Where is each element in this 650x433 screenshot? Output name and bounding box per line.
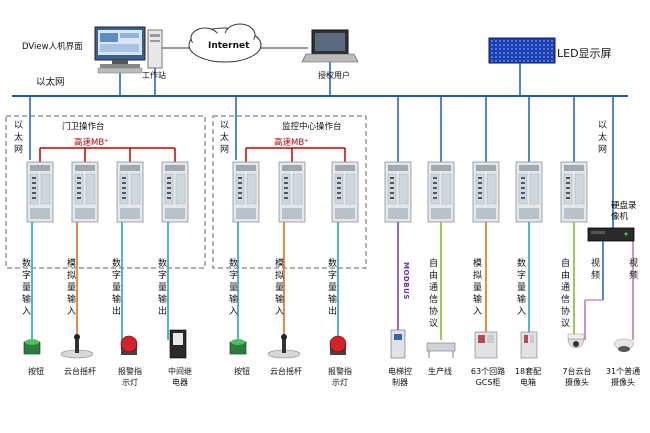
plc-module-icon <box>161 161 189 223</box>
plc-module-icon <box>384 161 412 223</box>
gate-ethernet-label: 以太网 <box>13 121 23 155</box>
gate-bus-label: 高速MB⁺ <box>74 138 109 148</box>
push-button-icon <box>23 339 41 355</box>
ethernet-main-label: 以太网 <box>36 77 65 88</box>
led-label: LED显示屏 <box>557 47 612 60</box>
device-caption-10: 63个回路GCS柜 <box>470 367 506 387</box>
device-caption-1: 按钮 <box>28 367 44 376</box>
video-label-2: 视频 <box>628 259 638 281</box>
plc-module-icon <box>331 161 359 223</box>
workstation-tower-icon <box>147 29 163 69</box>
dview-label: DView人机界面 <box>22 42 83 52</box>
plc-module-icon <box>71 161 99 223</box>
push-button-icon <box>229 339 247 355</box>
monitor-console-title: 监控中心操作台 <box>282 122 342 132</box>
device-caption-6: 云台摇杆 <box>270 367 302 376</box>
plc-module-icon <box>232 161 260 223</box>
led-display-icon <box>488 37 556 64</box>
device-caption-9: 生产线 <box>428 367 452 376</box>
monitor-console-box <box>212 115 367 269</box>
monitor-bus-label: 高速MB⁺ <box>274 138 309 148</box>
relay-icon <box>169 329 187 359</box>
gate-console-box <box>5 115 206 269</box>
distribution-box-icon <box>520 331 538 359</box>
workstation-label: 工作站 <box>142 71 166 80</box>
ptz-joystick-icon <box>60 334 94 359</box>
standalone-channel-2: 模拟量输入 <box>472 259 482 317</box>
monitor-channel-3: 数字量输出 <box>327 259 337 317</box>
elevator-controller-icon <box>390 329 406 359</box>
modbus-label: MODBUS <box>402 262 410 300</box>
monitor-ethernet-label: 以太网 <box>219 121 229 155</box>
camera-icon <box>613 338 635 352</box>
device-caption-8: 电梯控制器 <box>388 367 412 387</box>
device-caption-11: 18套配电箱 <box>514 367 542 387</box>
video-label-1: 视频 <box>590 259 600 281</box>
standalone-channel-1: 自由通信协议 <box>428 259 438 329</box>
plc-module-icon <box>515 161 543 223</box>
device-caption-2: 云台摇杆 <box>64 367 96 376</box>
plc-module-icon <box>560 161 588 223</box>
device-caption-4: 中间继电器 <box>168 367 192 387</box>
authorized-user-label: 授权用户 <box>318 71 350 80</box>
device-caption-3: 报警指示灯 <box>118 367 142 387</box>
standalone-channel-3: 数字量输入 <box>516 259 526 317</box>
alarm-light-icon <box>120 335 138 355</box>
gate-console-title: 门卫操作台 <box>62 122 105 132</box>
ptz-joystick-icon <box>267 334 301 359</box>
device-caption-5: 按钮 <box>234 367 250 376</box>
monitor-channel-2: 模拟量输入 <box>274 259 284 317</box>
ptz-camera-icon <box>567 333 585 349</box>
device-caption-12: 7台云台摄像头 <box>562 367 592 387</box>
gate-channel-2: 模拟量输入 <box>66 259 76 317</box>
standalone-channel-4: 自由通信协议 <box>560 259 570 329</box>
plc-module-icon <box>278 161 306 223</box>
plc-module-icon <box>26 161 54 223</box>
plc-module-icon <box>472 161 500 223</box>
alarm-light-icon <box>329 335 347 355</box>
plc-module-icon <box>116 161 144 223</box>
device-caption-13: 31个普通摄像头 <box>605 367 641 387</box>
gcs-cabinet-icon <box>474 331 498 359</box>
device-caption-7: 报警指示灯 <box>328 367 352 387</box>
gate-mb-bus <box>39 147 176 162</box>
monitor-mb-bus <box>245 147 346 162</box>
gate-channel-1: 数字量输入 <box>21 259 31 317</box>
dview-monitor-icon <box>94 26 146 74</box>
monitor-channel-1: 数字量输入 <box>228 259 238 317</box>
gate-channel-3: 数字量输出 <box>111 259 121 317</box>
standalone-ethernet-label: 以太网 <box>597 121 607 155</box>
laptop-icon <box>301 29 359 63</box>
production-line-icon <box>426 342 456 358</box>
dvr-label: 硬盘录像机 <box>611 201 637 222</box>
internet-cloud-icon <box>188 23 262 63</box>
plc-module-icon <box>427 161 455 223</box>
internet-label: Internet <box>208 41 250 51</box>
dvr-icon <box>587 227 635 242</box>
gate-channel-4: 数字量输出 <box>157 259 167 317</box>
